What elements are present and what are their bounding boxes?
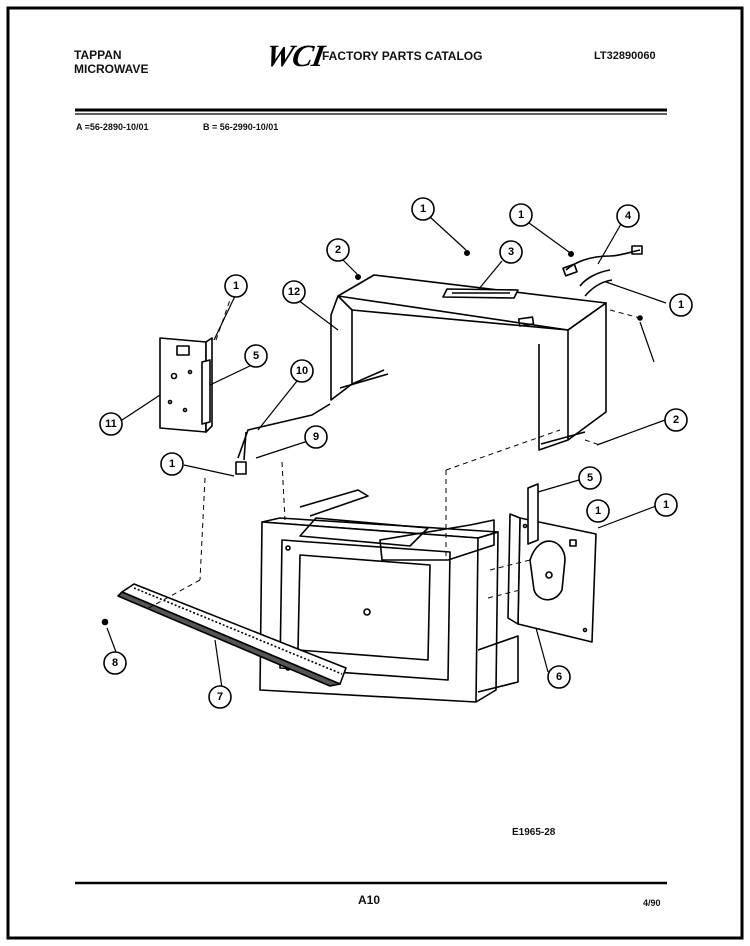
callout-label-13: 5 (587, 472, 593, 484)
catalog-title: FACTORY PARTS CATALOG (322, 49, 483, 63)
control-board-assembly (507, 513, 597, 643)
vent-grille (117, 583, 347, 687)
callout-circle-4 (224, 274, 248, 298)
figure-code: E1965-28 (512, 827, 556, 838)
callout-label-11: 4 (625, 210, 632, 222)
product-type: MICROWAVE (74, 62, 149, 76)
callout-label-5: 1 (169, 458, 175, 470)
revision-date: 4/90 (643, 898, 661, 908)
callout-circle-7 (654, 493, 678, 517)
callout-circle-18 (290, 359, 314, 383)
callout-circle-9 (664, 408, 688, 432)
callout-label-8: 2 (335, 244, 341, 256)
callout-label-14: 6 (556, 671, 562, 683)
callout-circle-10 (499, 240, 523, 264)
callout-label-12: 5 (253, 350, 259, 362)
callout-circle-3 (669, 293, 693, 317)
callout-label-1: 1 (420, 203, 426, 215)
hinge-bracket (235, 403, 331, 475)
callout-label-10: 3 (508, 246, 514, 258)
callout-circle-16 (103, 651, 127, 675)
callout-label-4: 1 (233, 280, 239, 292)
brand-name: TAPPAN (74, 48, 122, 62)
callout-circle-19 (99, 412, 123, 436)
callout-circle-5 (160, 452, 184, 476)
brand-block: TAPPAN MICROWAVE (74, 48, 148, 76)
right-strip (527, 483, 539, 545)
callout-circle-12 (244, 344, 268, 368)
page-number: A10 (358, 893, 381, 907)
callout-label-6: 1 (595, 505, 601, 517)
callout-label-7: 1 (663, 499, 669, 511)
callout-label-20: 12 (288, 286, 300, 298)
callout-circle-14 (547, 665, 571, 689)
callout-circle-17 (304, 425, 328, 449)
callout-label-2: 1 (518, 209, 524, 221)
left-strip (201, 359, 211, 425)
callout-circle-11 (616, 204, 640, 228)
callout-circle-15 (208, 685, 232, 709)
page-border (6, 6, 744, 940)
callout-label-17: 9 (313, 431, 319, 443)
callout-circle-13 (578, 466, 602, 490)
callout-circle-8 (326, 238, 350, 262)
callout-label-16: 8 (112, 657, 118, 669)
callout-label-9: 2 (673, 414, 679, 426)
leader-lines (106, 216, 667, 689)
outer-cabinet (330, 250, 643, 451)
catalog-number: LT32890060 (594, 50, 656, 62)
callout-circle-1 (411, 197, 435, 221)
callout-circle-6 (586, 499, 610, 523)
callout-circle-2 (509, 203, 533, 227)
model-a: A =56-2890-10/01 (76, 122, 149, 132)
callout-label-18: 10 (296, 365, 308, 377)
callout-label-15: 7 (217, 691, 223, 703)
callout-circle-20 (282, 280, 306, 304)
power-cord (562, 245, 643, 297)
model-b: B = 56-2990-10/01 (203, 122, 279, 132)
callout-label-19: 11 (105, 418, 117, 430)
callout-label-3: 1 (678, 299, 684, 311)
